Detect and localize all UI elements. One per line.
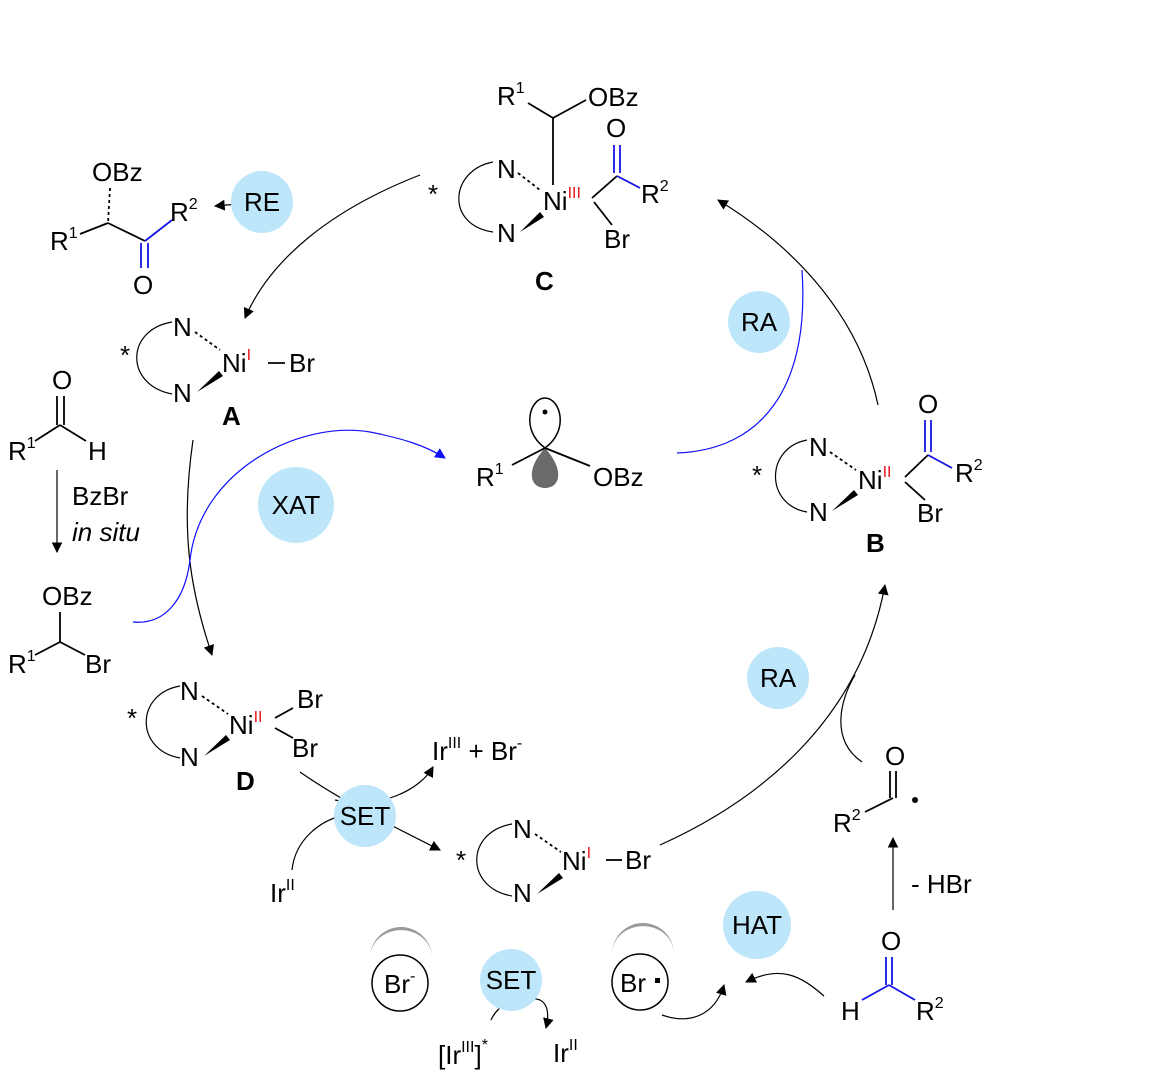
complex-b: * N N NiII Br O R2 B [752,389,983,558]
svg-text:R2: R2 [833,807,861,838]
svg-text:- HBr: - HBr [911,869,972,899]
svg-text:Br: Br [85,649,111,679]
svg-text:[IrIII]*: [IrIII]* [438,1037,488,1070]
svg-text:H: H [841,996,860,1026]
svg-text:*: * [120,340,130,370]
svg-text:OBz: OBz [92,157,143,187]
svg-text:N: N [180,676,199,706]
svg-text:*: * [127,703,137,733]
svg-text:NiIII: NiIII [543,185,581,216]
bromide-left: OBz R1 Br [8,581,111,679]
svg-text:Br-: Br- [384,968,415,999]
svg-text:R1: R1 [8,435,36,466]
svg-text:OBz: OBz [593,462,644,492]
set-lower-label: SET [486,965,537,995]
svg-text:IrII: IrII [553,1037,578,1068]
svg-text:B: B [866,528,885,558]
svg-text:Br: Br [620,968,646,998]
ra-bottom-label: RA [760,663,797,693]
svg-text:H: H [88,436,107,466]
complex-c: R1 OBz * N N NiIII Br O R2 C [428,80,669,296]
svg-text:*: * [428,179,438,209]
svg-text:Br: Br [297,684,323,714]
svg-text:O: O [885,741,905,771]
svg-text:O: O [606,113,626,143]
svg-text:C: C [535,266,554,296]
svg-text:R1: R1 [8,648,36,679]
svg-text:N: N [513,814,532,844]
ni-i-lower: * N N NiI Br [456,814,651,908]
hat-bubble [723,891,791,959]
acyl-radical: O R2 - HBr [833,741,972,899]
svg-text:NiII: NiII [229,709,262,740]
aldehyde-right: O H R2 [841,926,944,1026]
set-upper-label: SET [340,801,391,831]
svg-text:OBz: OBz [588,82,639,112]
label-bubbles: RE RA XAT RA SET HAT SET [231,171,809,1011]
svg-text:N: N [497,218,516,248]
set-lower-bubble [480,949,542,1011]
svg-text:R1: R1 [497,80,525,111]
svg-text:R2: R2 [955,457,983,488]
svg-text:NiI: NiI [222,347,251,378]
svg-text:BzBr: BzBr [72,481,129,511]
svg-text:Br: Br [289,348,315,378]
svg-text:NiI: NiI [562,845,591,876]
svg-text:*: * [752,460,762,490]
ra-top-label: RA [741,307,778,337]
bromide-species: Br- Br [370,923,674,1012]
complex-a: * N N NiI Br A [120,312,315,431]
product-structure: OBz R1 R2 O [50,157,198,300]
svg-text:N: N [809,432,828,462]
svg-text:R1: R1 [50,225,78,256]
svg-text:N: N [173,312,192,342]
ra-top-bubble [728,291,790,353]
svg-text:Br: Br [625,845,651,875]
svg-text:N: N [809,497,828,527]
svg-text:Br: Br [604,224,630,254]
alkyl-radical: R1 OBz [476,397,644,492]
svg-text:N: N [497,154,516,184]
svg-text:Br: Br [917,498,943,528]
svg-text:R2: R2 [916,995,944,1026]
svg-text:N: N [513,878,532,908]
svg-text:D: D [236,766,255,796]
radical-arrows [132,269,804,623]
ra-bottom-bubble [747,647,809,709]
re-label: RE [244,187,280,217]
complex-d: * N N NiII Br Br D [127,676,323,796]
svg-text:R2: R2 [641,178,669,209]
set-upper-bubble [334,785,396,847]
xat-bubble [258,467,334,543]
svg-text:N: N [173,378,192,408]
svg-text:*: * [456,845,466,875]
svg-text:O: O [881,926,901,956]
svg-text:IrII: IrII [270,877,295,908]
svg-text:R1: R1 [476,461,504,492]
xat-label: XAT [272,490,321,520]
svg-text:A: A [222,401,241,431]
svg-text:O: O [52,365,72,395]
svg-text:NiII: NiII [858,464,891,495]
svg-text:R2: R2 [170,196,198,227]
re-bubble [231,171,293,233]
hat-label: HAT [732,910,782,940]
svg-text:OBz: OBz [42,581,93,611]
svg-text:in situ: in situ [72,517,140,547]
aldehyde-left: O R1 H BzBr in situ [8,365,140,547]
svg-text:Br: Br [292,733,318,763]
svg-text:O: O [133,270,153,300]
svg-text:N: N [180,742,199,772]
svg-text:IrIII + Br-: IrIII + Br- [432,735,522,766]
iridium-species: IrIII + Br- IrII [IrIII]* IrII [270,735,578,1070]
svg-text:O: O [918,389,938,419]
